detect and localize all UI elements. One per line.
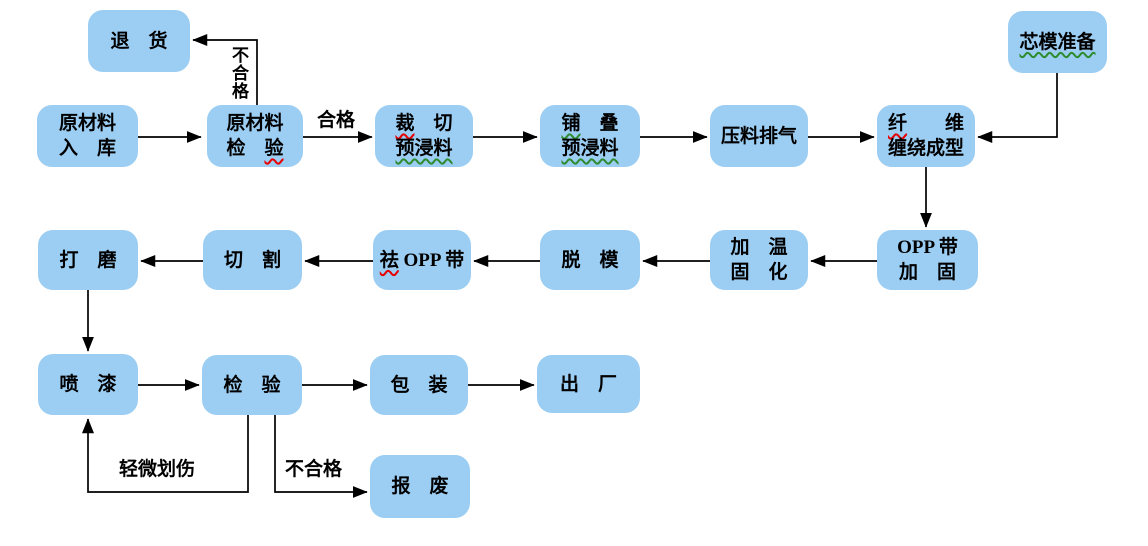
node-grinding: 打 磨 <box>38 230 138 290</box>
node-heat-cure-line1: 加 温 <box>730 237 788 258</box>
node-ship-out-label: 出 厂 <box>559 373 617 395</box>
node-packing-label: 包 装 <box>390 374 448 396</box>
node-lay-prepreg: 铺 叠 预浸料 <box>540 105 640 167</box>
node-mold-prep: 芯模准备 <box>1008 11 1107 73</box>
node-demold-label: 脱 模 <box>561 249 619 271</box>
edge-label-qualified: 合格 <box>317 110 356 131</box>
node-press-exhaust-label: 压料排气 <box>720 125 797 147</box>
connector-inspection-scratch-loop <box>82 415 249 493</box>
connector-inspect-to-return <box>192 34 258 105</box>
node-raw-material-in-line1: 原材料 <box>58 113 116 134</box>
node-heat-cure: 加 温 固 化 <box>710 230 808 290</box>
node-scrap: 报 废 <box>370 455 470 518</box>
node-raw-material-inspect-line2: 检 验 <box>226 138 284 159</box>
node-ship-out: 出 厂 <box>537 355 640 413</box>
node-cutting: 切 割 <box>203 230 302 290</box>
node-painting: 喷 漆 <box>38 354 138 415</box>
node-mold-prep-label: 芯模准备 <box>1019 31 1096 53</box>
node-scrap-label: 报 废 <box>391 476 449 497</box>
node-fiber-winding: 纤 维 缠绕成型 <box>877 105 975 167</box>
node-cut-prepreg: 裁 切 预浸料 <box>375 105 473 167</box>
node-heat-cure-line2: 固 化 <box>730 262 788 283</box>
node-lay-prepreg-line2: 预浸料 <box>561 138 619 159</box>
node-remove-opp-label: 祛 OPP 带 <box>379 249 465 271</box>
node-raw-material-inspect-line1: 原材料 <box>226 113 284 134</box>
node-raw-material-in: 原材料 入 库 <box>37 105 138 167</box>
edge-label-unqualified-top: 不合格 <box>229 46 248 100</box>
node-opp-reinforce-line2: 加 固 <box>898 262 956 283</box>
node-cut-prepreg-line1: 裁 切 <box>395 113 453 134</box>
node-press-exhaust: 压料排气 <box>710 105 808 167</box>
connector-inspection-to-scrap <box>274 415 368 498</box>
node-cut-prepreg-line2: 预浸料 <box>395 138 453 159</box>
node-fiber-winding-line1: 纤 维 <box>887 113 965 134</box>
node-opp-reinforce-line1: OPP 带 <box>897 237 958 258</box>
node-grinding-label: 打 磨 <box>59 249 117 271</box>
node-raw-material-in-line2: 入 库 <box>58 138 116 159</box>
node-painting-label: 喷 漆 <box>59 374 117 395</box>
edge-label-unqualified-bottom: 不合格 <box>285 459 343 480</box>
node-packing: 包 装 <box>370 355 468 415</box>
connector-moldprep-to-winding <box>977 73 1058 143</box>
node-inspection: 检 验 <box>202 355 302 415</box>
node-raw-material-inspect: 原材料 检 验 <box>207 105 303 167</box>
node-fiber-winding-line2: 缠绕成型 <box>887 138 964 159</box>
node-return-goods-label: 退 货 <box>110 30 168 52</box>
edge-label-minor-scratch: 轻微划伤 <box>119 459 196 480</box>
node-remove-opp: 祛 OPP 带 <box>373 230 471 290</box>
node-opp-reinforce: OPP 带 加 固 <box>877 230 978 290</box>
node-lay-prepreg-line1: 铺 叠 <box>561 113 619 134</box>
node-cutting-label: 切 割 <box>223 249 281 271</box>
node-inspection-label: 检 验 <box>223 374 281 396</box>
node-demold: 脱 模 <box>540 230 640 290</box>
node-return-goods: 退 货 <box>88 10 190 72</box>
